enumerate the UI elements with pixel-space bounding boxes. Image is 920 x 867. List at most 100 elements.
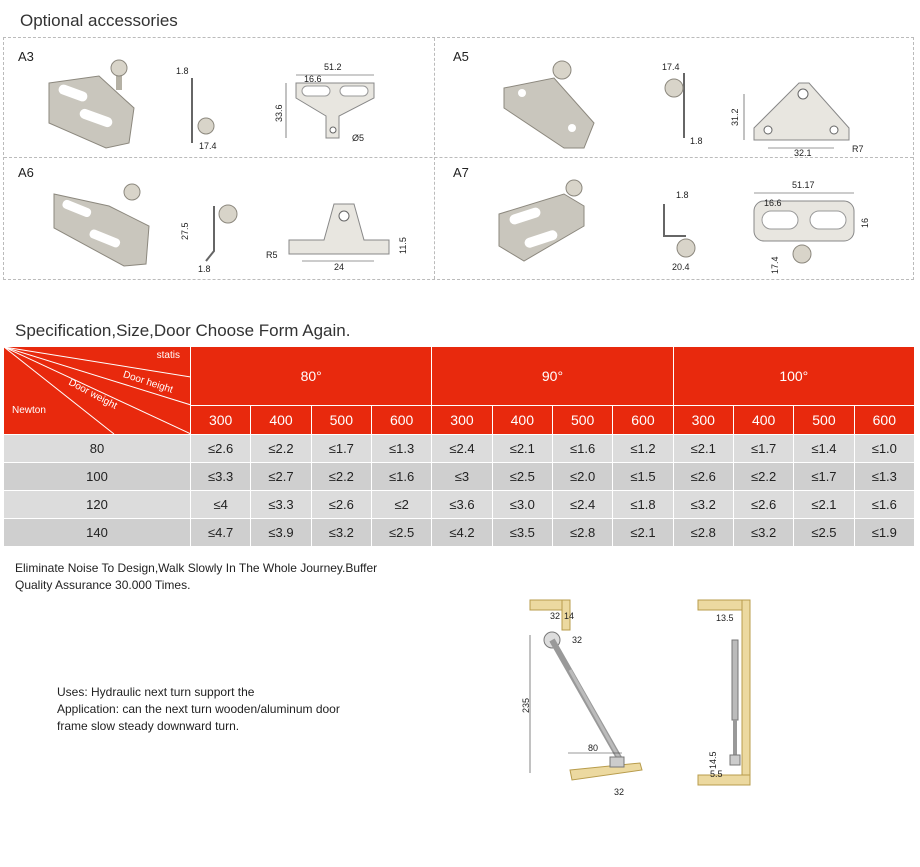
value-cell: ≤1.3: [853, 462, 916, 491]
table-row: 100≤3.3≤2.7≤2.2≤1.6≤3≤2.5≤2.0≤1.5≤2.6≤2.…: [3, 462, 916, 491]
value-cell: ≤2.2: [732, 462, 795, 491]
value-cell: ≤3.3: [250, 490, 312, 519]
dim-a6-thick: 1.8: [198, 264, 211, 274]
value-cell: ≤1.9: [853, 518, 916, 547]
value-cell: ≤2.1: [491, 434, 553, 463]
spec-table: statis Door height Door weight Newton 80…: [3, 346, 916, 547]
usage-line: Uses: Hydraulic next turn support the: [57, 685, 255, 699]
value-cell: ≤2.0: [551, 462, 614, 491]
value-cell: ≤1.7: [732, 434, 795, 463]
spec-table-body: 80≤2.6≤2.2≤1.7≤1.3≤2.4≤2.1≤1.6≤1.2≤2.1≤1…: [3, 434, 916, 547]
install-diagram-left: 32 14 32 235 80 32: [521, 599, 643, 797]
a5-bracket-photo: [503, 60, 595, 149]
value-cell: ≤3.0: [491, 490, 553, 519]
value-cell: ≤2.6: [672, 462, 734, 491]
a6-bracket-photo: [53, 183, 150, 267]
value-cell: ≤2.5: [370, 518, 433, 547]
value-cell: ≤2.4: [551, 490, 614, 519]
a7-side-view: 1.8 20.4: [663, 190, 696, 272]
value-cell: ≤2.2: [250, 434, 312, 463]
dim-a3-height: 33.6: [274, 104, 284, 122]
feature-text: Eliminate Noise To Design,Walk Slowly In…: [15, 560, 377, 594]
value-cell: ≤3.2: [732, 518, 795, 547]
value-cell: ≤3.2: [672, 490, 734, 519]
dim-a5-thick: 1.8: [690, 136, 703, 146]
dim-a6-spacing: 24: [334, 262, 344, 272]
accessory-label-a5: A5: [453, 49, 469, 64]
dim-a3-width: 51.2: [324, 62, 342, 72]
value-cell: ≤1.0: [853, 434, 916, 463]
accessory-label-a6: A6: [18, 165, 34, 180]
height-header: 600: [612, 404, 674, 436]
dim-a5-ball: 17.4: [662, 62, 680, 72]
value-cell: ≤3.2: [310, 518, 372, 547]
height-header: 300: [189, 404, 252, 436]
height-header: 300: [431, 404, 493, 436]
height-header: 400: [250, 404, 312, 436]
a5-front-view: 31.2 32.1 R7: [730, 82, 864, 158]
dim-a3-thick: 1.8: [176, 66, 189, 76]
divider: [434, 38, 435, 279]
a3-bracket-photo: [48, 59, 135, 149]
dim-right-width: 5.5: [710, 769, 723, 779]
dim-a6-h2: 11.5: [398, 237, 408, 254]
newton-cell: 120: [3, 490, 191, 519]
newton-cell: 80: [3, 434, 191, 463]
accessory-label-a7: A7: [453, 165, 469, 180]
usage-text: Uses: Hydraulic next turn support the Ap…: [57, 684, 340, 735]
dim-a3-ball: 17.4: [199, 141, 217, 151]
a5-drawing: 17.4 1.8 31.2 32.1 R7: [503, 60, 864, 158]
value-cell: ≤3: [431, 462, 493, 491]
value-cell: ≤4.7: [189, 518, 252, 547]
value-cell: ≤1.8: [612, 490, 674, 519]
application-line-1: Application: can the next turn wooden/al…: [57, 702, 340, 716]
spec-title: Specification,Size,Door Choose Form Agai…: [15, 321, 351, 340]
value-cell: ≤1.6: [853, 490, 916, 519]
a3-front-view: 51.2 16.6 33.6 Ø5: [274, 62, 375, 143]
corner-diagonals: [4, 347, 190, 434]
a7-bracket-photo: [498, 179, 585, 262]
corner-newton: Newton: [12, 405, 46, 416]
dim-a7-h: 16: [860, 218, 870, 228]
value-cell: ≤4.2: [431, 518, 493, 547]
value-cell: ≤2.1: [672, 434, 734, 463]
table-row: 80≤2.6≤2.2≤1.7≤1.3≤2.4≤2.1≤1.6≤1.2≤2.1≤1…: [3, 434, 916, 463]
dim-right-d1: 13.5: [716, 613, 734, 623]
dim-a7-ball2: 17.4: [770, 256, 780, 274]
height-header: 500: [793, 404, 855, 436]
value-cell: ≤1.7: [310, 434, 372, 463]
value-cell: ≤3.3: [189, 462, 252, 491]
feature-line-2: Quality Assurance 30.000 Times.: [15, 578, 191, 592]
value-cell: ≤1.4: [793, 434, 855, 463]
dim-a6-height: 27.5: [180, 222, 190, 240]
dim-left-d1: 32: [550, 611, 560, 621]
a6-front-view: R5 24 11.5: [266, 203, 408, 272]
dim-left-d2: 14: [564, 611, 574, 621]
application-line-2: frame slow steady downward turn.: [57, 719, 240, 733]
value-cell: ≤2.5: [491, 462, 553, 491]
accessories-title: Optional accessories: [20, 11, 178, 30]
value-cell: ≤2.8: [672, 518, 734, 547]
a6-side-view: 27.5 1.8: [180, 204, 238, 274]
height-header: 500: [310, 404, 372, 436]
value-cell: ≤2.2: [310, 462, 372, 491]
dim-a5-height: 31.2: [730, 108, 740, 126]
table-row: 140≤4.7≤3.9≤3.2≤2.5≤4.2≤3.5≤2.8≤2.1≤2.8≤…: [3, 518, 916, 547]
value-cell: ≤2.7: [250, 462, 312, 491]
value-cell: ≤2.1: [612, 518, 674, 547]
value-cell: ≤1.3: [370, 434, 433, 463]
feature-line-1: Eliminate Noise To Design,Walk Slowly In…: [15, 561, 378, 575]
value-cell: ≤4: [189, 490, 252, 519]
dim-a6-radius: R5: [266, 250, 278, 260]
angle-header-90: 90°: [431, 346, 674, 406]
value-cell: ≤1.5: [612, 462, 674, 491]
value-cell: ≤2.8: [551, 518, 614, 547]
value-cell: ≤1.7: [793, 462, 855, 491]
dim-a5-radius: R7: [852, 144, 864, 154]
height-header: 400: [732, 404, 795, 436]
dim-right-height: 14.5: [708, 751, 718, 769]
accessory-label-a3: A3: [18, 49, 34, 64]
a7-front-view: 51.17 16.6 16 17.4: [753, 180, 870, 274]
newton-cell: 140: [3, 518, 191, 547]
table-corner-header: statis Door height Door weight Newton: [3, 346, 191, 435]
